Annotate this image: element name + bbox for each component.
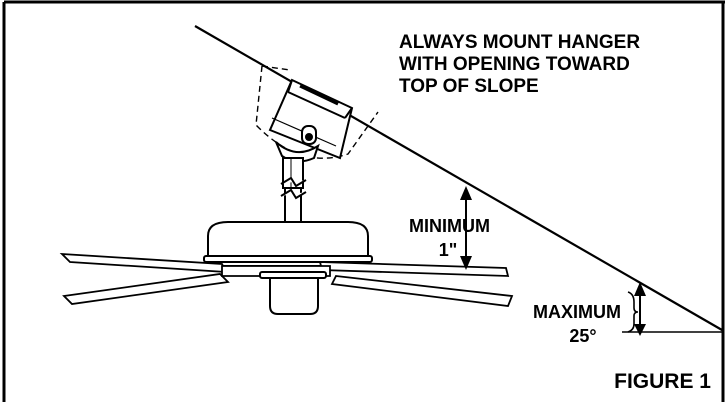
fan-motor-housing <box>203 221 373 267</box>
fan-blades <box>59 252 514 307</box>
minimum-label: MINIMUM <box>409 216 490 236</box>
maximum-angle-arrow <box>627 282 646 336</box>
minimum-value: 1" <box>439 240 458 260</box>
instruction-line-1: ALWAYS MOUNT HANGER <box>399 32 640 53</box>
instruction-line-2: WITH OPENING TOWARD <box>399 54 630 75</box>
instruction-line-3: TOP OF SLOPE <box>399 76 539 97</box>
minimum-clearance-arrow <box>460 186 472 270</box>
switch-housing <box>259 271 327 315</box>
maximum-value: 25° <box>569 326 596 346</box>
sloped-ceiling-line <box>194 25 723 331</box>
downrod <box>275 141 320 223</box>
maximum-label: MAXIMUM <box>533 302 621 322</box>
hanger-bracket <box>268 78 354 160</box>
figure-label: FIGURE 1 <box>614 370 711 393</box>
